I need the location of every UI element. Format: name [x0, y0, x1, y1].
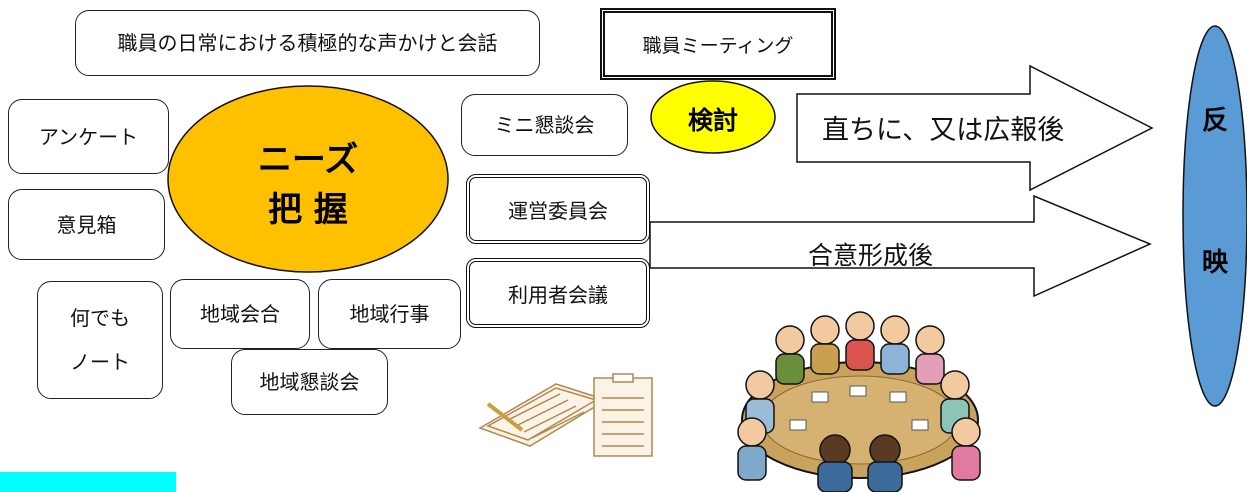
box-management-committee: 運営委員会	[466, 174, 650, 244]
needs-label-line2: 把 握	[268, 190, 348, 230]
box-questionnaire: アンケート	[8, 99, 169, 174]
needs-label-line1: ニーズ	[257, 140, 359, 180]
box-staff-meeting: 職員ミーティング	[600, 8, 836, 80]
box-community-talk: 地域懇談会	[231, 349, 388, 415]
upper-arrow-label: 直ちに、又は広報後	[822, 115, 1065, 146]
needs-ellipse	[167, 85, 449, 273]
upper-arrow	[796, 64, 1154, 192]
notebook-line1: 何でも	[70, 306, 130, 330]
box-notebook: 何でも ノート	[37, 281, 163, 399]
meeting-illustration	[737, 311, 981, 492]
reflect-char-2: 映	[1201, 248, 1228, 278]
box-community-meeting: 地域会合	[170, 279, 310, 349]
corner-highlight	[0, 472, 176, 492]
box-opinion-box: 意見箱	[8, 189, 165, 260]
reflect-ellipse	[1182, 25, 1247, 407]
notebook-line2: ノート	[70, 350, 130, 374]
reflect-char-1: 反	[1201, 106, 1228, 136]
lower-arrow-label: 合意形成後	[808, 241, 934, 270]
box-user-meeting: 利用者会議	[466, 258, 650, 328]
lower-arrow	[649, 194, 1152, 298]
review-label: 検討	[687, 106, 738, 135]
box-daily-talk: 職員の日常における積極的な声かけと会話	[75, 10, 540, 76]
clipboard-illustration	[478, 373, 653, 457]
box-mini-talk: ミニ懇談会	[461, 94, 628, 156]
box-community-event: 地域行事	[318, 279, 461, 349]
review-ellipse	[650, 80, 776, 154]
